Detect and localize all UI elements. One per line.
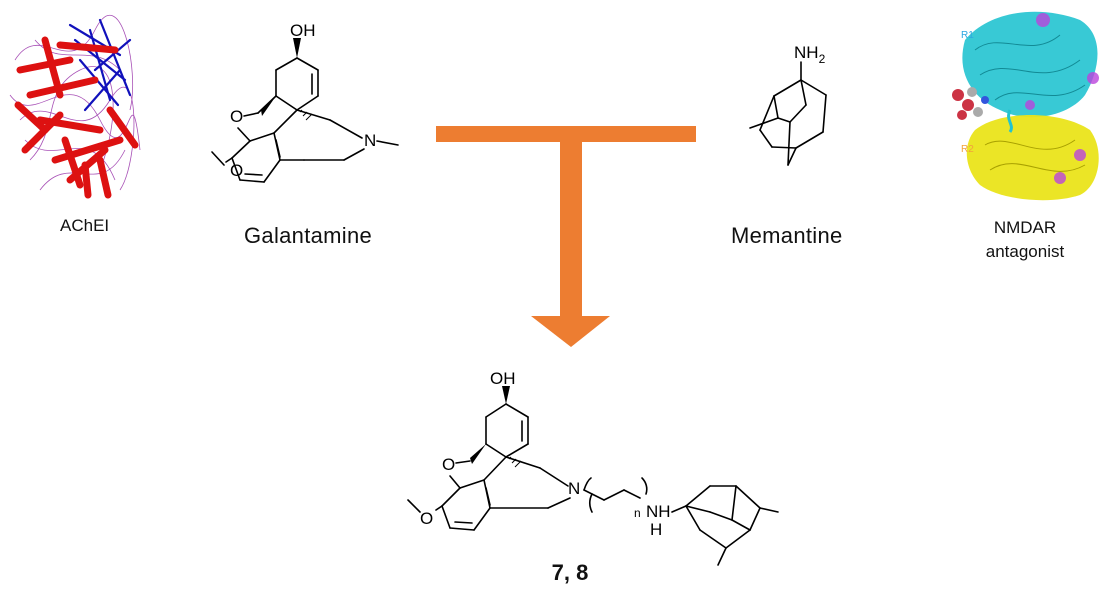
memantine-structure: NH2: [749, 43, 827, 166]
galantamine-label: Galantamine: [244, 223, 373, 248]
r2-label: R2: [961, 144, 974, 155]
memantine-label: Memantine: [731, 223, 843, 248]
r1-label: R1: [961, 30, 974, 41]
nmdar-label: NMDAR antagonist: [970, 216, 1080, 264]
galantamine-methoxy-o: O: [230, 161, 243, 180]
hybrid-methoxy-o: O: [420, 509, 433, 528]
hybrid-nh: NH: [646, 502, 671, 521]
hybrid-structure: OH O O N: [407, 369, 779, 566]
ache-protein-icon: [9, 14, 141, 199]
hybrid-repeat-n: n: [634, 506, 641, 520]
hybrid-o: O: [442, 455, 455, 474]
nmdar-label-line2: antagonist: [985, 242, 1065, 261]
compound-label: 7, 8: [551, 560, 589, 585]
galantamine-o: O: [230, 107, 243, 126]
hybrid-oh: OH: [490, 369, 516, 388]
ache-label: AChEI: [60, 216, 110, 235]
hybrid-n: N: [568, 479, 580, 498]
nmdar-protein-icon: R1 R2: [952, 11, 1099, 201]
galantamine-oh: OH: [290, 21, 316, 40]
galantamine-structure: OH O O N: [211, 21, 399, 183]
combination-arrow: [436, 126, 696, 347]
nmdar-label-line1: NMDAR: [993, 218, 1057, 237]
memantine-nh2: NH2: [794, 43, 826, 66]
galantamine-n: N: [364, 131, 376, 150]
hybrid-h: H: [650, 520, 662, 539]
